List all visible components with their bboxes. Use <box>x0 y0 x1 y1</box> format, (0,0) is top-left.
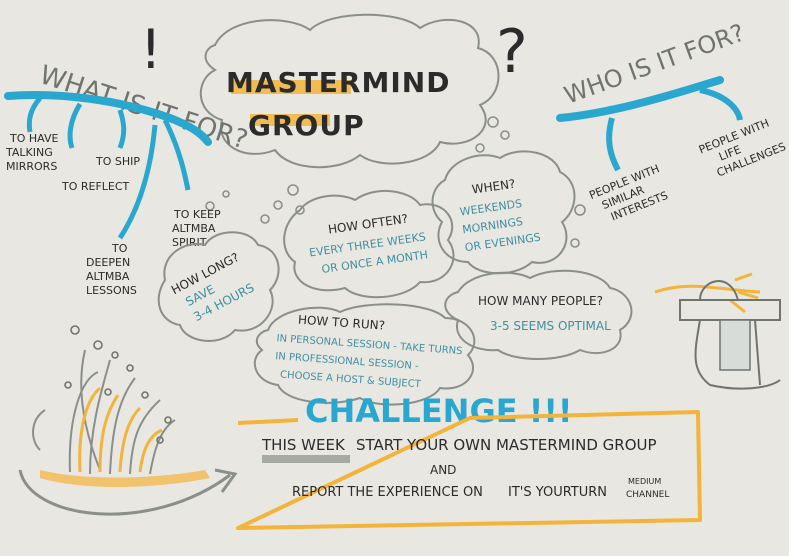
what-for-item: LESSONS <box>86 284 137 297</box>
growth-illustration <box>18 325 238 516</box>
challenge-line-2: REPORT THE EXPERIENCE ON <box>292 485 483 500</box>
what-for-item: ALTMBA <box>172 222 216 235</box>
what-for-item: TO KEEP <box>173 208 221 221</box>
when-question: WHEN? <box>471 177 516 197</box>
challenge-and: AND <box>430 463 456 477</box>
what-for-item: ALTMBA <box>86 270 130 283</box>
question-mark: ? <box>496 17 528 87</box>
challenge-section: CHALLENGE !!! THIS WEEK START YOUR OWN M… <box>236 392 702 530</box>
challenge-line-1: START YOUR OWN MASTERMIND GROUP <box>356 436 657 454</box>
what-for-item: DEEPEN <box>86 256 130 269</box>
what-for-item: TO SHIP <box>95 155 140 168</box>
arrow-to-reflect <box>67 102 83 149</box>
title-line-2: GROUP <box>248 109 365 142</box>
bubble-how-many: HOW MANY PEOPLE? 3-5 SEEMS OPTIMAL <box>444 269 633 360</box>
arrow-to-deepen <box>117 124 158 240</box>
arrow-to-keep <box>162 118 191 191</box>
arrow-to-mirrors <box>26 96 42 133</box>
exclamation-mark: ! <box>140 18 162 81</box>
this-week-underline <box>262 455 350 463</box>
arrow-to-similar <box>606 117 621 172</box>
what-for-item: TALKING <box>5 146 53 159</box>
challenge-frame <box>236 410 702 530</box>
what-for-item: TO <box>111 242 128 255</box>
challenge-heading: CHALLENGE !!! <box>305 392 573 430</box>
what-for-item: TO HAVE <box>9 132 58 145</box>
ship-illustration <box>654 272 781 390</box>
title-cloud: MASTERMIND GROUP <box>199 13 500 169</box>
challenge-medium: MEDIUM <box>628 477 661 486</box>
what-for-item: SPIRIT <box>172 236 207 249</box>
who-for-arrow-main <box>556 76 724 122</box>
arrow-to-life <box>699 87 743 121</box>
how-many-question: HOW MANY PEOPLE? <box>478 294 603 308</box>
what-for-item: TO REFLECT <box>61 180 130 193</box>
title-line-1: MASTERMIND <box>226 66 450 99</box>
arrow-to-ship <box>117 109 127 149</box>
how-many-answer: 3-5 SEEMS OPTIMAL <box>490 319 611 333</box>
what-for-item: MIRRORS <box>6 160 57 173</box>
how-run-question: HOW TO RUN? <box>297 313 385 333</box>
challenge-channel: IT'S YOURTURN <box>508 485 607 500</box>
thought-dots <box>205 116 586 248</box>
what-for-arrow-main <box>4 90 212 146</box>
challenge-channel-word: CHANNEL <box>626 490 669 500</box>
challenge-this-week: THIS WEEK <box>261 436 346 454</box>
